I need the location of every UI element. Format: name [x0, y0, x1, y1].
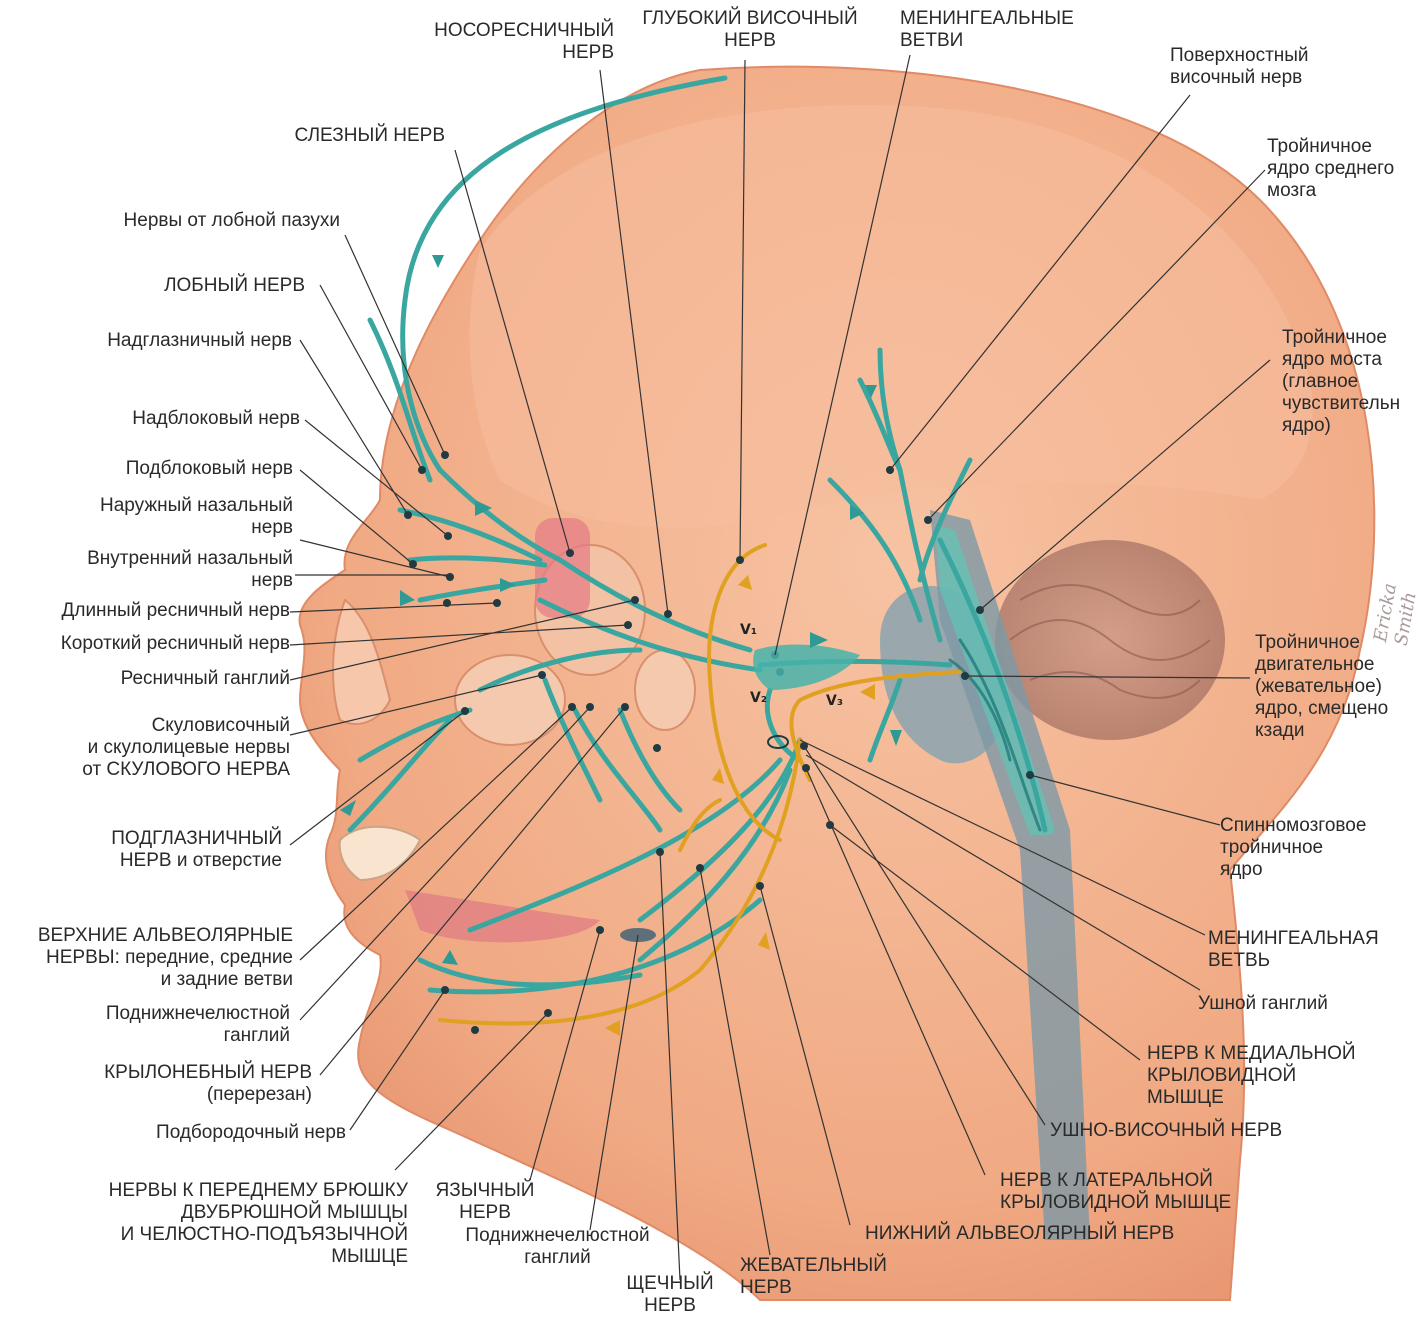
zygoma — [455, 655, 565, 745]
label-infraorbital: ПОДГЛАЗНИЧНЫЙ НЕРВ и отверстие — [0, 828, 282, 872]
label-otic-ganglion: Ушной ганглий — [1198, 993, 1328, 1015]
mandible-condyle — [635, 650, 695, 730]
label-lingual: ЯЗЫЧНЫЙ НЕРВ — [425, 1180, 545, 1224]
label-external-nasal: Наружный назальный нерв — [20, 495, 293, 539]
label-superior-alveolar: ВЕРХНИЕ АЛЬВЕОЛЯРНЫЕ НЕРВЫ: передние, ср… — [0, 925, 293, 991]
v1-label: V₁ — [740, 622, 757, 638]
label-pontine-nucleus: Тройничное ядро моста (главное чувствите… — [1282, 327, 1420, 437]
label-deep-temporal: ГЛУБОКИЙ ВИСОЧНЫЙ НЕРВ — [630, 8, 870, 52]
label-auriculotemporal: УШНО-ВИСОЧНЫЙ НЕРВ — [1050, 1120, 1282, 1142]
label-frontal-sinus: Нервы от лобной пазухи — [40, 210, 340, 232]
label-short-ciliary: Короткий ресничный нерв — [0, 633, 290, 655]
label-lateral-pterygoid: НЕРВ К ЛАТЕРАЛЬНОЙ КРЫЛОВИДНОЙ МЫШЦЕ — [1000, 1170, 1231, 1214]
label-long-ciliary: Длинный ресничный нерв — [0, 600, 290, 622]
label-supratrochlear: Надблоковый нерв — [20, 408, 300, 430]
label-supraorbital: Надглазничный нерв — [20, 330, 292, 352]
label-meningeal-branches: МЕНИНГЕАЛЬНЫЕ ВЕТВИ — [900, 8, 1074, 52]
label-nasociliary: НОСОРЕСНИЧНЫЙ НЕРВ — [418, 20, 614, 64]
label-internal-nasal: Внутренний назальный нерв — [20, 548, 293, 592]
label-spinal-nucleus: Спинномозговое тройничное ядро — [1220, 815, 1366, 881]
v2-label: V₂ — [750, 690, 767, 706]
label-submandibular-ganglion-left: Поднижнечелюстной ганглий — [0, 1003, 290, 1047]
label-ciliary-ganglion: Ресничный ганглий — [0, 668, 290, 690]
label-lacrimal: СЛЕЗНЫЙ НЕРВ — [250, 125, 445, 147]
label-infratrochlear: Подблоковый нерв — [20, 458, 293, 480]
label-buccal: ЩЕЧНЫЙ НЕРВ — [610, 1273, 730, 1317]
label-meningeal-branch: МЕНИНГЕАЛЬНАЯ ВЕТВЬ — [1208, 928, 1379, 972]
label-motor-nucleus: Тройничное двигательное (жевательное) яд… — [1255, 632, 1388, 742]
label-pterygopalatine: КРЫЛОНЕБНЫЙ НЕРВ (перерезан) — [0, 1062, 312, 1106]
label-submandibular-ganglion-bottom: Поднижнечелюстной ганглий — [440, 1225, 675, 1269]
label-mental: Подбородочный нерв — [0, 1122, 346, 1144]
label-masseteric: ЖЕВАТЕЛЬНЫЙ НЕРВ — [740, 1255, 887, 1299]
v3-label: V₃ — [826, 693, 843, 709]
label-frontal: ЛОБНЫЙ НЕРВ — [40, 275, 305, 297]
label-superficial-temporal: Поверхностный височный нерв — [1170, 45, 1309, 89]
label-medial-pterygoid: НЕРВ К МЕДИАЛЬНОЙ КРЫЛОВИДНОЙ МЫШЦЕ — [1147, 1043, 1356, 1109]
label-mesencephalic-nucleus: Тройничное ядро среднего мозга — [1267, 136, 1394, 202]
label-inferior-alveolar: НИЖНИЙ АЛЬВЕОЛЯРНЫЙ НЕРВ — [865, 1223, 1174, 1245]
label-zygomatic: Скуловисочный и скулолицевые нервы от СК… — [0, 715, 290, 781]
label-digastric: НЕРВЫ К ПЕРЕДНЕМУ БРЮШКУ ДВУБРЮШНОЙ МЫШЦ… — [40, 1180, 408, 1268]
